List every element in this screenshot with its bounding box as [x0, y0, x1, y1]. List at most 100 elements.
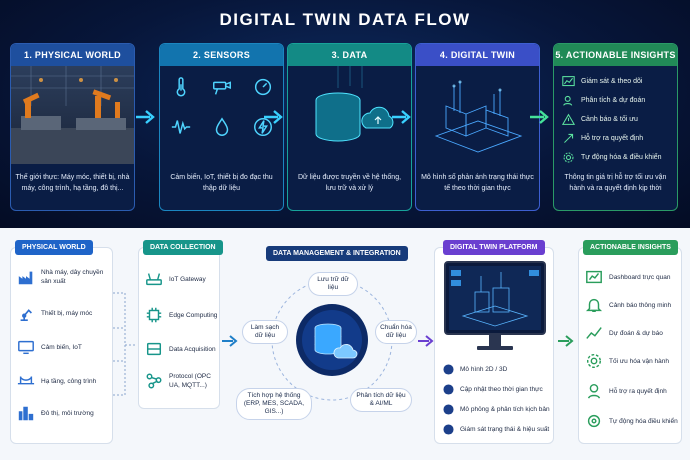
warning-icon — [562, 113, 575, 125]
arrow-right-icon — [136, 110, 155, 124]
city-icon — [18, 406, 34, 421]
network-icon — [146, 373, 162, 389]
tag-data-management: DATA MANAGEMENT & INTEGRATION — [266, 246, 408, 261]
insight-analysis: Phân tích & dự đoán — [562, 91, 673, 110]
arrow-right-icon — [392, 110, 411, 124]
card-title: 5. ACTIONABLE INSIGHTS — [554, 44, 677, 66]
tag-physical-world: PHYSICAL WORLD — [15, 240, 93, 255]
panel-digital-twin-platform: DIGITAL TWIN PLATFORM Mô hình 2D / 3D Cậ… — [434, 240, 554, 444]
arrow-right-icon — [264, 110, 283, 124]
card-digital-twin: 4. DIGITAL TWIN Mô hình số phản ánh trạn… — [415, 43, 540, 211]
factory-icon — [18, 271, 33, 285]
clock-icon — [443, 384, 454, 395]
panel-physical-world: PHYSICAL WORLD Nhà máy, dây chuyền sản x… — [10, 240, 113, 444]
lightning-icon — [253, 118, 272, 136]
gear-icon — [586, 353, 602, 369]
card-title: 2. SENSORS — [160, 44, 283, 66]
router-icon — [146, 273, 162, 286]
card-description: Dữ liệu được truyền về hệ thống, lưu trữ… — [297, 174, 402, 192]
list-item: Tự động hóa điều khiển — [585, 412, 678, 430]
arrow-right-icon — [558, 335, 574, 347]
node-cleaning: Làm sạch dữ liệu — [242, 320, 288, 344]
panel-data-collection: DATA COLLECTION IoT Gateway Edge Computi… — [138, 240, 223, 409]
tag-actionable-insights: ACTIONABLE INSIGHTS — [583, 240, 678, 255]
arrows-icon — [564, 133, 574, 143]
list-item: IoT Gateway — [145, 270, 206, 288]
gauge-icon — [254, 78, 271, 96]
factory-image — [11, 66, 134, 164]
main-title: DIGITAL TWIN DATA FLOW — [219, 10, 471, 29]
list-item: Nhà máy, dây chuyền sản xuất — [17, 268, 112, 286]
list-item: Thiết bị, máy móc — [17, 304, 92, 322]
node-analytics: Phân tích dữ liệu & AI/ML — [350, 388, 412, 412]
dashboard-icon — [586, 270, 602, 284]
automation-icon — [587, 414, 601, 428]
simulation-icon — [443, 404, 454, 415]
card-description: Thế giới thực: Máy móc, thiết bị, nhà má… — [15, 174, 130, 192]
list-item: Mô phỏng & phân tích kịch bản — [443, 404, 550, 415]
insight-alert: Cảnh báo & tối ưu — [562, 110, 673, 129]
card-title: 1. PHYSICAL WORLD — [11, 44, 134, 66]
insight-automation: Tự động hóa & điều khiển — [562, 148, 673, 167]
card-physical-world: 1. PHYSICAL WORLD — [10, 43, 135, 211]
bell-icon — [585, 298, 603, 313]
list-item: Tối ưu hóa vận hành — [585, 352, 669, 370]
list-item: Protocol (OPC UA, MQTT...) — [145, 372, 219, 390]
list-item: Hỗ trợ ra quyết định — [585, 382, 667, 400]
list-item: Data Acquisition — [145, 340, 216, 358]
top-flow-section: DIGITAL TWIN DATA FLOW 1. PHYSICAL WORLD — [0, 0, 690, 228]
connector-lines — [113, 292, 137, 396]
chip-icon — [146, 307, 162, 323]
panel-actionable-insights: ACTIONABLE INSIGHTS Dashboard trực quan … — [578, 240, 682, 444]
card-title: 3. DATA — [288, 44, 411, 66]
card-description: Thông tin giá trị hỗ trợ tối ưu vận hành… — [564, 174, 667, 192]
person-search-icon — [563, 95, 573, 106]
card-description: Cảm biến, IoT, thiết bị đo đạc thu thập … — [170, 174, 273, 192]
monitor-icon — [444, 261, 546, 350]
chart-icon — [562, 76, 575, 87]
database-cloud-icon — [288, 66, 411, 164]
monitor-sensor-icon — [18, 340, 34, 355]
card-actionable-insights: 5. ACTIONABLE INSIGHTS Giám sát & theo d… — [553, 43, 678, 211]
list-item: Hạ tầng, công trình — [17, 372, 96, 390]
tag-data-collection: DATA COLLECTION — [143, 240, 223, 255]
card-sensors: 2. SENSORS Cảm biến, IoT, thiết bị đo đạ… — [159, 43, 284, 211]
robot-arm-icon — [20, 309, 32, 322]
trend-icon — [586, 327, 602, 339]
list-item: Dashboard trực quan — [585, 268, 670, 286]
camera-icon — [212, 81, 231, 95]
insight-monitoring: Giám sát & theo dõi — [562, 72, 673, 91]
list-item: Cảnh báo thông minh — [585, 296, 671, 314]
list-item: Edge Computing — [145, 306, 217, 324]
node-storage: Lưu trữ dữ liệu — [308, 272, 358, 296]
bottom-architecture-section: PHYSICAL WORLD Nhà máy, dây chuyền sản x… — [0, 228, 690, 460]
card-title: 4. DIGITAL TWIN — [416, 44, 539, 66]
tag-digital-twin-platform: DIGITAL TWIN PLATFORM — [443, 240, 545, 255]
list-item: Đô thị, môi trường — [17, 404, 94, 422]
insight-decision: Hỗ trợ ra quyết định — [562, 129, 673, 148]
card-data: 3. DATA — [287, 43, 412, 211]
bridge-icon — [17, 376, 35, 385]
thermometer-icon — [176, 77, 185, 97]
list-item: Cập nhật theo thời gian thực — [443, 384, 543, 395]
node-integration: Tích hợp hệ thống (ERP, MES, SCADA, GIS.… — [236, 388, 312, 420]
wireframe-factory-icon — [416, 66, 539, 164]
waveform-icon — [171, 120, 190, 134]
gear-icon — [563, 152, 574, 163]
cube-icon — [443, 364, 454, 375]
arrow-right-icon — [530, 110, 549, 124]
node-normalization: Chuẩn hóa dữ liệu — [375, 320, 417, 344]
card-description: Mô hình số phản ánh trạng thái thực tế t… — [421, 174, 534, 192]
arrow-right-icon — [222, 335, 238, 347]
list-item: Dự đoán & dự báo — [585, 324, 663, 342]
list-item: Giám sát trạng thái & hiệu suất — [443, 424, 549, 435]
list-item: Mô hình 2D / 3D — [443, 364, 507, 375]
data-hub-diagram — [271, 279, 393, 401]
list-item: Cảm biến, IoT — [17, 338, 82, 356]
arrow-right-icon — [418, 335, 434, 347]
monitoring-icon — [443, 424, 454, 435]
server-icon — [146, 342, 162, 356]
water-drop-icon — [215, 117, 228, 136]
decision-icon — [587, 383, 601, 399]
